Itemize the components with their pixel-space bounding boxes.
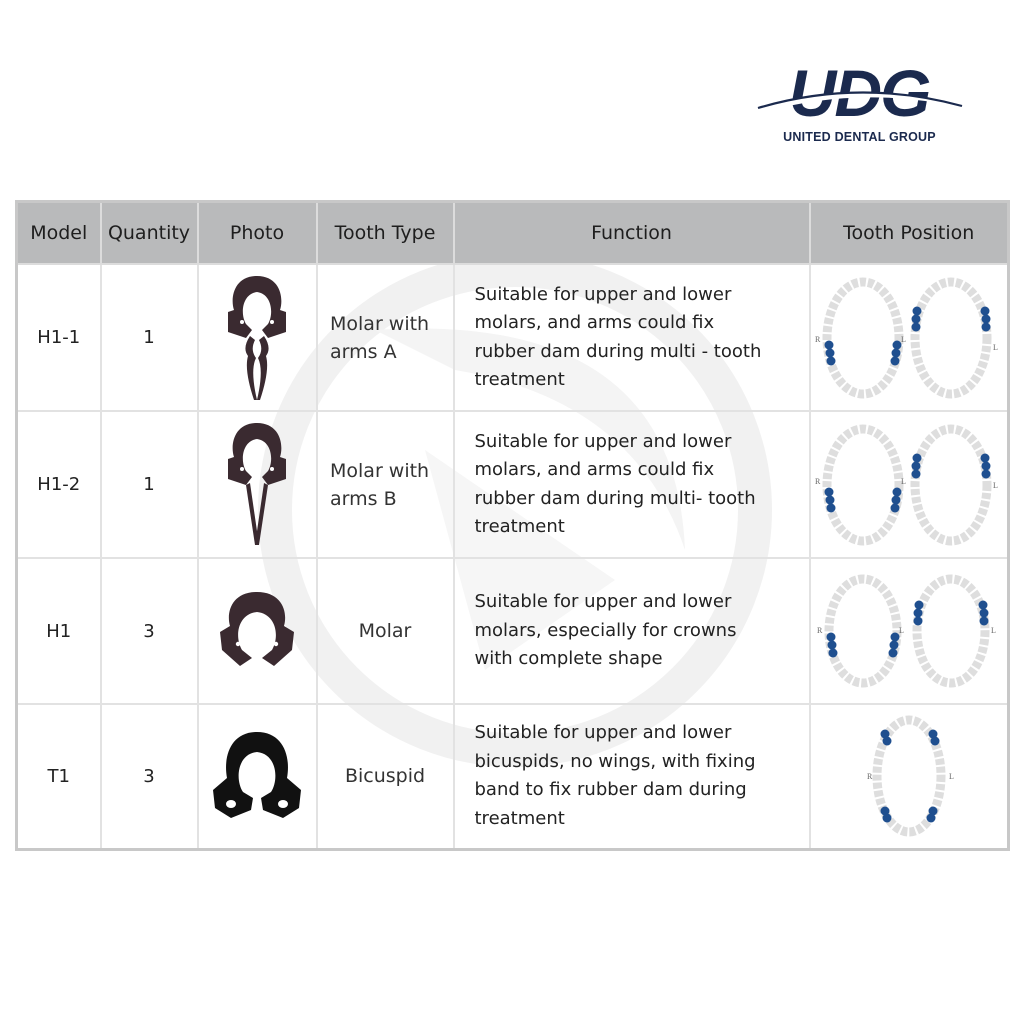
bicuspid-clamp-icon <box>213 732 301 819</box>
tooth-type-cell: Molar with arms A <box>315 263 455 412</box>
table-header-row: Model Quantity Photo Tooth Type Function… <box>15 200 1010 265</box>
quantity-cell: 3 <box>99 703 199 850</box>
svg-text:L: L <box>993 481 998 490</box>
table-row: T1 3 Bicuspid Suitable for upper and low… <box>15 703 1010 850</box>
tooth-type-cell: Molar <box>315 557 455 705</box>
header-photo: Photo <box>196 200 318 265</box>
svg-text:L: L <box>993 343 998 352</box>
header-model: Model <box>15 200 102 265</box>
model-cell: H1-2 <box>15 410 102 559</box>
table-row: H1-2 1 Molar with arms B Suitable for up… <box>15 410 1010 559</box>
right-label: R <box>815 335 821 344</box>
function-cell: Suitable for upper and lower bicuspids, … <box>452 703 811 850</box>
right-label: R <box>867 772 873 781</box>
function-text: Suitable for upper and lower molars, and… <box>474 283 762 391</box>
left-label: L <box>949 772 954 781</box>
tooth-type-text: Molar with arms B <box>330 459 430 510</box>
function-text: Suitable for upper and lower molars, and… <box>474 430 756 538</box>
right-label: R <box>815 477 821 486</box>
model-cell: H1-1 <box>15 263 102 412</box>
quantity-cell: 1 <box>99 410 199 559</box>
function-text: Suitable for upper and lower bicuspids, … <box>474 722 756 829</box>
udg-logo-mark: UDG <box>756 58 964 128</box>
model-cell: H1 <box>15 557 102 705</box>
tooth-position-cell: R L <box>808 703 1010 850</box>
photo-cell <box>196 410 318 559</box>
tooth-type-text: Molar <box>358 620 412 642</box>
tooth-type-cell: Bicuspid <box>315 703 455 850</box>
svg-text:L: L <box>991 626 996 635</box>
quantity-cell: 1 <box>99 263 199 412</box>
tooth-type-text: Molar with arms A <box>330 312 430 363</box>
photo-cell <box>196 557 318 705</box>
tooth-position-cell: R L L <box>808 410 1010 559</box>
tooth-position-cell: R L L <box>808 263 1010 412</box>
function-cell: Suitable for upper and lower molars, esp… <box>452 557 811 705</box>
photo-cell <box>196 263 318 412</box>
tooth-position-diagram-icon: R L L <box>817 574 996 687</box>
function-cell: Suitable for upper and lower molars, and… <box>452 410 811 559</box>
left-label: L <box>901 335 906 344</box>
quantity-cell: 3 <box>99 557 199 705</box>
right-label: R <box>817 626 823 635</box>
table-row: H1-1 1 Molar with arms A Suitable for up… <box>15 263 1010 412</box>
molar-clamp-icon <box>220 592 294 666</box>
tooth-type-text: Bicuspid <box>344 765 426 788</box>
header-tooth-position: Tooth Position <box>808 200 1010 265</box>
function-text: Suitable for upper and lower molars, esp… <box>474 591 737 670</box>
tooth-position-diagram-icon: R L <box>867 715 954 837</box>
table-row: H1 3 Molar Suitable for upper and lower … <box>15 557 1010 705</box>
molar-clamp-with-arms-a-icon <box>228 276 286 400</box>
left-label: L <box>899 626 904 635</box>
header-quantity: Quantity <box>99 200 199 265</box>
molar-clamp-with-arms-b-icon <box>228 423 286 545</box>
tooth-position-diagram-icon: R L L <box>815 277 998 398</box>
photo-cell <box>196 703 318 850</box>
header-tooth-type: Tooth Type <box>315 200 455 265</box>
left-label: L <box>901 477 906 486</box>
tooth-type-cell: Molar with arms B <box>315 410 455 559</box>
tooth-position-cell: R L L <box>808 557 1010 705</box>
tooth-position-diagram-icon: R L L <box>815 424 998 545</box>
function-cell: Suitable for upper and lower molars, and… <box>452 263 811 412</box>
logo-subtitle: UNITED DENTAL GROUP <box>783 130 936 144</box>
header-function: Function <box>452 200 811 265</box>
udg-logo: UDG UNITED DENTAL GROUP <box>752 58 967 150</box>
clamp-spec-table: Model Quantity Photo Tooth Type Function… <box>15 200 1010 851</box>
model-cell: T1 <box>15 703 102 850</box>
